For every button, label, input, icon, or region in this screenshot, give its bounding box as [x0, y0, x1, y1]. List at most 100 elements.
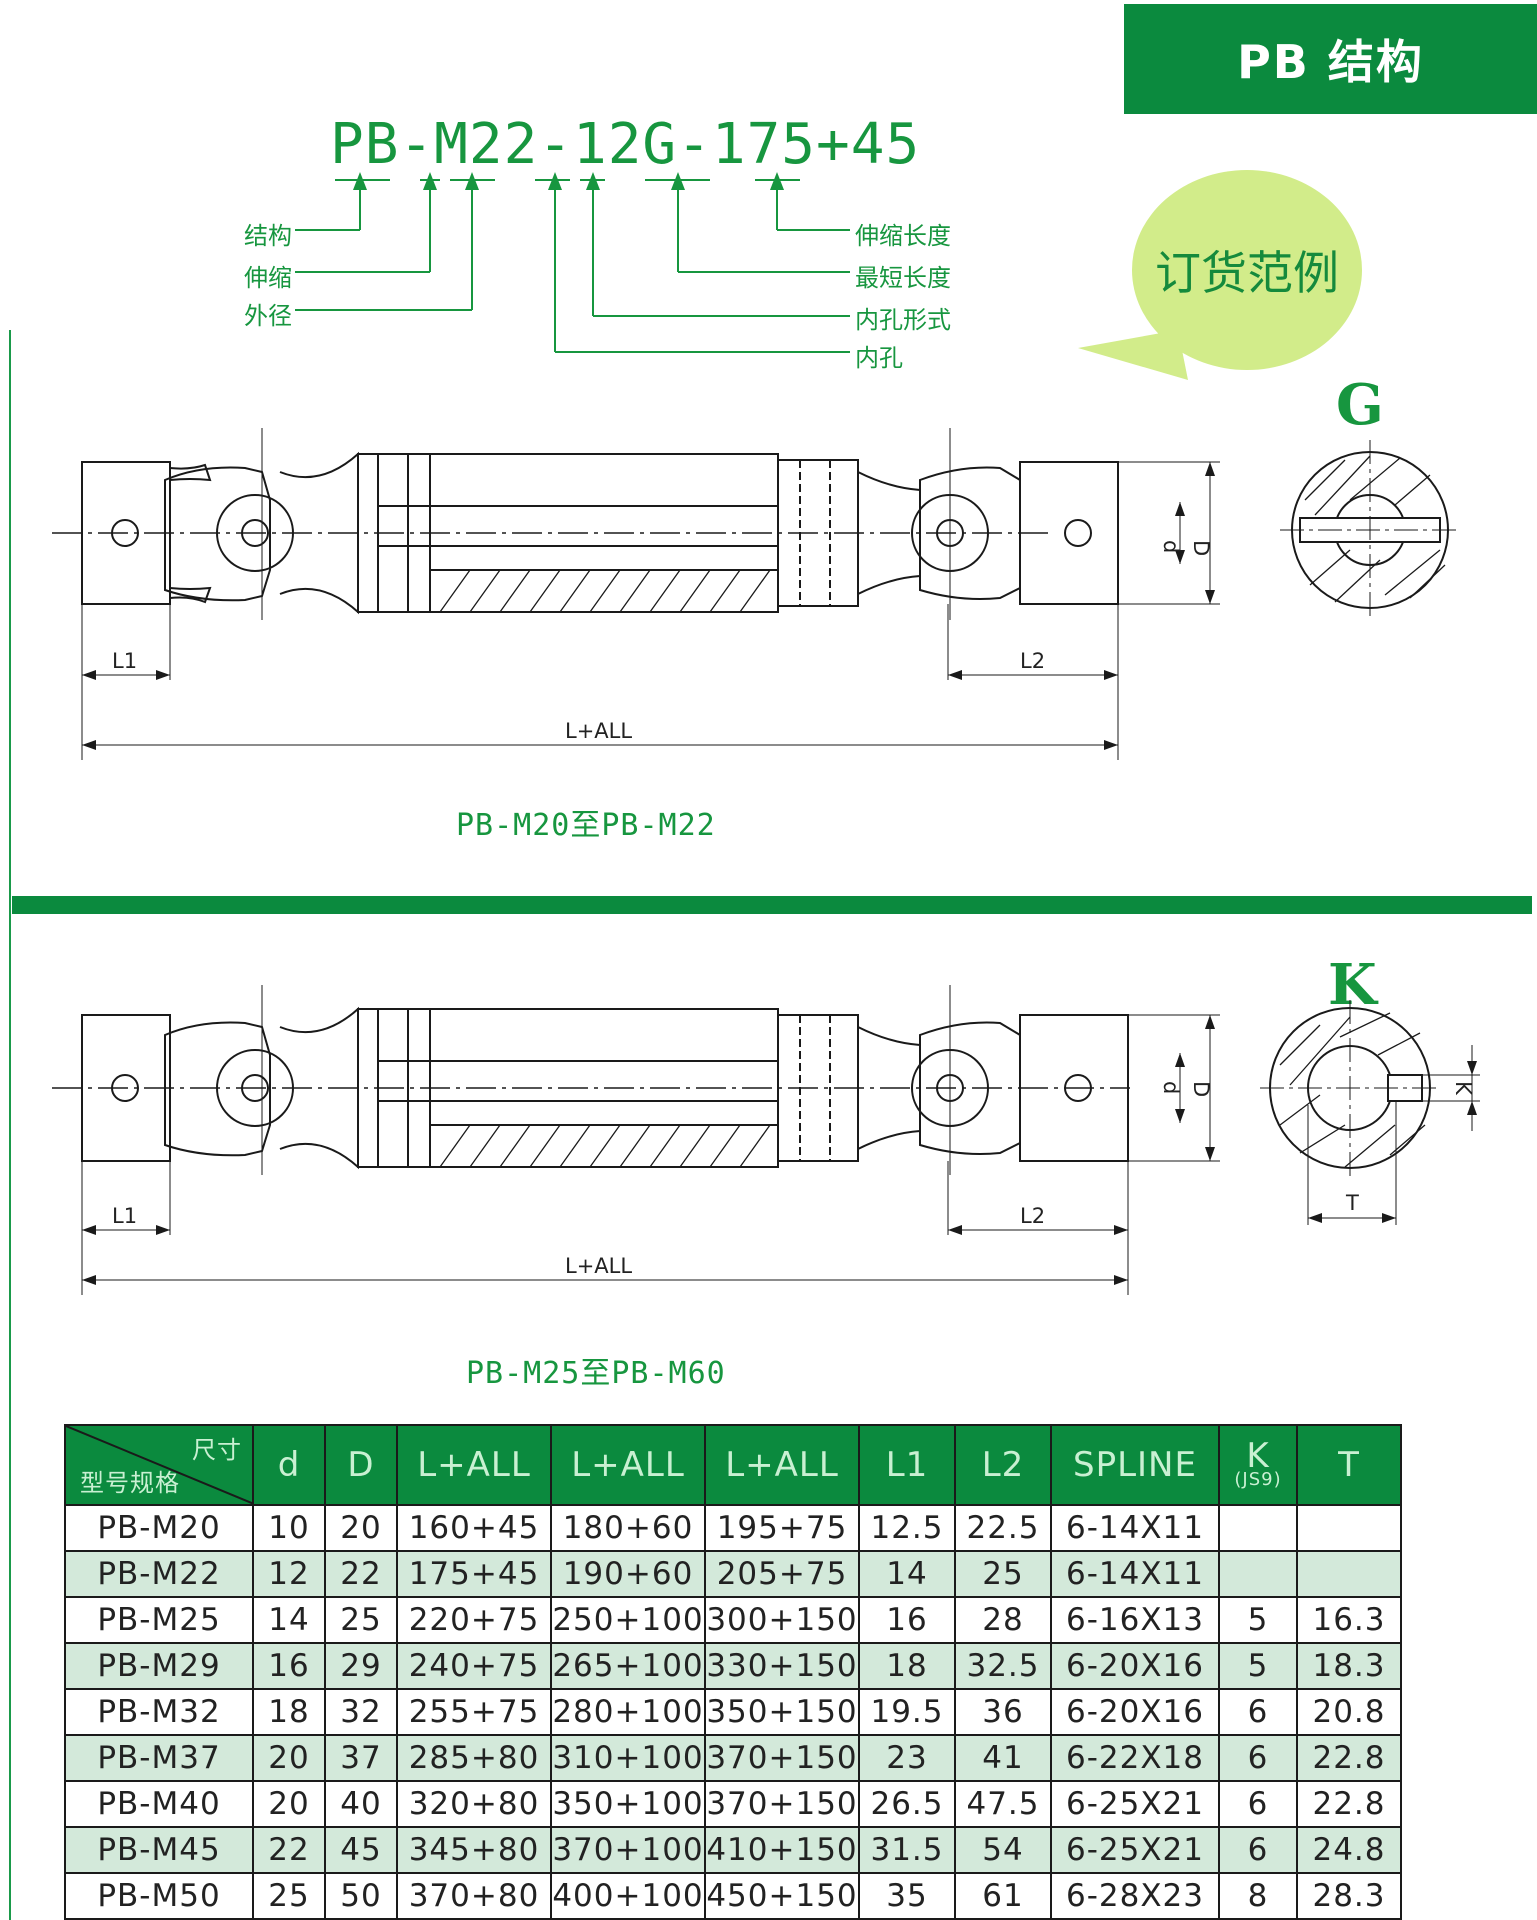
table-cell: [1218, 1550, 1298, 1598]
table-cell: 22: [252, 1826, 326, 1874]
table-cell: 14: [858, 1550, 956, 1598]
label-telescopic: 伸缩: [244, 264, 292, 292]
table-cell: 410+150: [704, 1826, 860, 1874]
spec-corner-cell: 尺寸 型号规格: [64, 1424, 254, 1506]
table-cell: [1218, 1504, 1298, 1552]
table-cell: 14: [252, 1596, 326, 1644]
table-cell: 26.5: [858, 1780, 956, 1828]
dim-l1-bottom: L1: [112, 1204, 137, 1228]
table-cell: 265+100: [550, 1642, 706, 1690]
table-cell: 6-22X18: [1050, 1734, 1220, 1782]
table-cell: 6-20X16: [1050, 1688, 1220, 1736]
table-cell: 54: [954, 1826, 1052, 1874]
dim-total-bottom: L+ALL: [565, 1254, 632, 1278]
col-header-k: K (JS9): [1218, 1424, 1298, 1506]
table-cell: 160+45: [396, 1504, 552, 1552]
table-cell: 5: [1218, 1642, 1298, 1690]
label-stroke-length: 伸缩长度: [855, 222, 951, 250]
table-cell: 20: [252, 1734, 326, 1782]
page-title: PB 结构: [1124, 4, 1537, 114]
table-cell: 19.5: [858, 1688, 956, 1736]
table-cell: 12.5: [858, 1504, 956, 1552]
table-cell: 10: [252, 1504, 326, 1552]
col-header-l1: L1: [858, 1424, 956, 1506]
table-cell-model: PB-M45: [64, 1826, 254, 1874]
table-cell: 28.3: [1296, 1872, 1402, 1920]
table-cell: 6-20X16: [1050, 1642, 1220, 1690]
table-cell: 20: [252, 1780, 326, 1828]
col-header-l2: L2: [954, 1424, 1052, 1506]
table-cell: 18: [252, 1688, 326, 1736]
section-divider-bar: [12, 896, 1532, 914]
table-cell: 22: [324, 1550, 398, 1598]
drawing-top-caption: PB-M20至PB-M22: [456, 808, 716, 843]
speech-bubble-tail: [1078, 330, 1188, 380]
spec-table: 尺寸 型号规格 d D L+ALL L+ALL L+ALL L1 L2 SPLI…: [64, 1424, 1402, 1920]
dim-D-bottom: D: [1189, 1081, 1213, 1097]
label-min-length: 最短长度: [855, 264, 951, 292]
label-bore: 内孔: [855, 344, 903, 372]
table-cell: 61: [954, 1872, 1052, 1920]
table-cell-model: PB-M50: [64, 1872, 254, 1920]
table-cell: 16.3: [1296, 1596, 1402, 1644]
table-cell-model: PB-M29: [64, 1642, 254, 1690]
table-cell: 205+75: [704, 1550, 860, 1598]
table-cell: 250+100: [550, 1596, 706, 1644]
table-cell: 23: [858, 1734, 956, 1782]
col-header-t: T: [1296, 1424, 1402, 1506]
table-cell: 32.5: [954, 1642, 1052, 1690]
table-cell-model: PB-M40: [64, 1780, 254, 1828]
table-cell: 47.5: [954, 1780, 1052, 1828]
table-cell: 180+60: [550, 1504, 706, 1552]
table-cell: 18: [858, 1642, 956, 1690]
table-cell: 25: [954, 1550, 1052, 1598]
table-cell: 6-14X11: [1050, 1550, 1220, 1598]
table-cell: 25: [324, 1596, 398, 1644]
table-cell: 285+80: [396, 1734, 552, 1782]
table-cell: 35: [858, 1872, 956, 1920]
table-cell: 320+80: [396, 1780, 552, 1828]
table-cell: 345+80: [396, 1826, 552, 1874]
col-header-d: d: [252, 1424, 326, 1506]
table-cell: 220+75: [396, 1596, 552, 1644]
table-cell: 350+150: [704, 1688, 860, 1736]
table-cell-model: PB-M22: [64, 1550, 254, 1598]
left-divider: [9, 330, 11, 1920]
table-cell: 370+100: [550, 1826, 706, 1874]
table-cell: 400+100: [550, 1872, 706, 1920]
table-cell: 370+80: [396, 1872, 552, 1920]
technical-drawing-bottom: L1 L2 L+ALL d D K T: [52, 985, 1480, 1295]
table-cell: 190+60: [550, 1550, 706, 1598]
table-cell: 370+150: [704, 1734, 860, 1782]
section-letter-k: K: [1328, 952, 1377, 1018]
table-cell: 22.8: [1296, 1780, 1402, 1828]
dim-total-top: L+ALL: [565, 719, 632, 743]
table-cell: 12: [252, 1550, 326, 1598]
table-cell: 45: [324, 1826, 398, 1874]
table-cell: 32: [324, 1688, 398, 1736]
drawing-bottom-caption: PB-M25至PB-M60: [466, 1356, 726, 1391]
table-cell: 41: [954, 1734, 1052, 1782]
table-cell: 300+150: [704, 1596, 860, 1644]
corner-diagonal: [66, 1426, 254, 1504]
table-cell: 330+150: [704, 1642, 860, 1690]
col-header-l-all-3: L+ALL: [704, 1424, 860, 1506]
table-cell: 6-25X21: [1050, 1780, 1220, 1828]
table-cell: 6-14X11: [1050, 1504, 1220, 1552]
table-cell: 450+150: [704, 1872, 860, 1920]
table-cell: 22.5: [954, 1504, 1052, 1552]
dim-l2-bottom: L2: [1020, 1204, 1045, 1228]
table-cell: 36: [954, 1688, 1052, 1736]
table-cell: 37: [324, 1734, 398, 1782]
section-letter-g: G: [1336, 372, 1384, 438]
table-cell: 6: [1218, 1734, 1298, 1782]
corner-size-label: 尺寸: [192, 1436, 242, 1464]
